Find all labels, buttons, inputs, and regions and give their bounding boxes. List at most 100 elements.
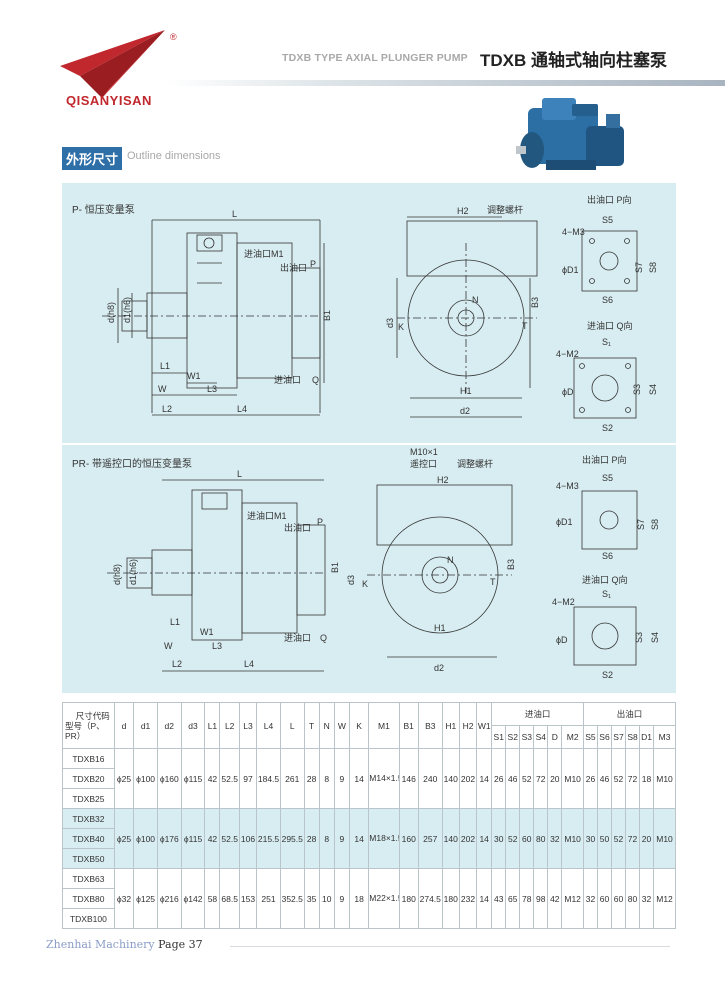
value-cell: 14 [348, 808, 370, 869]
section-tag: 外形尺寸 [62, 147, 123, 170]
value-cell: M12 [653, 868, 676, 929]
col-header-out-s6: S6 [596, 725, 613, 749]
label-in-oil-2: 进油口 [274, 374, 301, 385]
value-cell: M22×1.5 [368, 868, 400, 929]
value-cell: 46 [505, 748, 521, 809]
table-row: TDXB40 [62, 828, 676, 849]
value-cell: 65 [505, 868, 521, 929]
label-W: W [164, 641, 173, 651]
label-d-h8: d(h8) [112, 564, 122, 585]
pump-body-right [296, 524, 326, 616]
value-cell: M10 [653, 748, 676, 809]
col-header-out-s7: S7 [610, 725, 627, 749]
col-header-in-s1: S1 [491, 725, 507, 749]
label-H2: H2 [457, 206, 469, 216]
label-S2: S2 [602, 670, 613, 680]
label-L2: L2 [162, 404, 172, 414]
outlet-flange [581, 490, 638, 550]
value-cell: 153 [238, 868, 258, 929]
value-cell: M10 [561, 748, 584, 809]
value-cell: 50 [596, 808, 613, 869]
value-cell: 257 [417, 808, 443, 869]
value-cell: 202 [458, 808, 478, 869]
col-header-l2: L2 [219, 702, 240, 749]
value-cell: ϕ115 [180, 808, 206, 869]
shaft [151, 549, 193, 596]
label-d3: d3 [346, 575, 356, 585]
value-cell: 97 [238, 748, 258, 809]
label-adj-screw: 调整螺杆 [457, 458, 493, 469]
value-cell: 20 [547, 748, 563, 809]
label-d2: d2 [434, 663, 444, 673]
value-cell: 8 [318, 808, 335, 869]
label-K: K [362, 579, 368, 589]
col-header-l1: L1 [204, 702, 221, 749]
value-cell: 52 [610, 808, 627, 869]
header-divider [165, 80, 725, 86]
footer-page-number: 37 [188, 938, 203, 951]
value-cell: 42 [547, 868, 563, 929]
brand-name: QISANYISAN [66, 93, 152, 108]
value-cell: 295.5 [279, 808, 305, 869]
value-cell: 274.5 [417, 868, 443, 929]
label-Q: Q [320, 633, 327, 643]
label-4-M3: 4−M3 [556, 481, 579, 491]
value-cell: 240 [417, 748, 443, 809]
label-H2: H2 [437, 475, 449, 485]
value-cell: 180 [398, 868, 419, 929]
value-cell: 42 [204, 748, 221, 809]
label-inlet-Q-view: 进油口 Q向 [582, 574, 628, 585]
label-L: L [232, 209, 237, 219]
col-header-d1: d1 [133, 702, 158, 749]
label-B1: B1 [330, 562, 340, 573]
group-header-outlet: 出油口 [582, 702, 677, 726]
col-header-out-d1: D1 [639, 725, 655, 749]
label-L3: L3 [212, 641, 222, 651]
col-header-in-m2: M2 [561, 725, 584, 749]
col-header-l3: L3 [238, 702, 258, 749]
drawing-panel-pr: PR- 带遥控口的恒压变量泵 L d(h8) d1(h6) B1 进油口M1 出… [62, 445, 676, 693]
value-cell: M12 [561, 868, 584, 929]
col-header-d3: d3 [180, 702, 206, 749]
label-inlet-Q-view: 进油口 Q向 [587, 320, 633, 331]
inlet-flange [573, 606, 637, 666]
label-d1-h6: d1(h6) [128, 559, 138, 585]
col-header-h1: H1 [441, 702, 460, 749]
label-S8: S8 [650, 519, 660, 530]
label-L4: L4 [237, 404, 247, 414]
value-cell: 43 [491, 868, 507, 929]
value-cell: 8 [318, 748, 335, 809]
value-cell: 14 [476, 748, 493, 809]
value-cell: ϕ25 [113, 808, 135, 869]
value-cell: 106 [238, 808, 258, 869]
value-cell: 14 [476, 868, 493, 929]
label-N: N [447, 555, 454, 565]
label-S6: S6 [602, 551, 613, 561]
pump-body-left [191, 489, 243, 641]
col-header-d: d [113, 702, 135, 749]
col-header-in-s4: S4 [533, 725, 549, 749]
value-cell: 30 [582, 808, 598, 869]
col-header-k: K [348, 702, 370, 749]
label-out-oil: 出油口 [284, 522, 311, 533]
table-row: TDXB100 [62, 908, 676, 929]
value-cell: 352.5 [279, 868, 305, 929]
valve-block [196, 234, 223, 252]
panel-title: PR- 带遥控口的恒压变量泵 [72, 459, 192, 470]
value-cell: 72 [533, 748, 549, 809]
value-cell: 202 [458, 748, 478, 809]
label-B3: B3 [506, 559, 516, 570]
label-L3: L3 [207, 384, 217, 394]
value-cell: 26 [491, 748, 507, 809]
label-W: W [158, 384, 167, 394]
label-remote-port: 遥控口 [410, 458, 437, 469]
col-header-in-s2: S2 [505, 725, 521, 749]
value-cell: 42 [204, 808, 221, 869]
label-S4: S4 [650, 632, 660, 643]
label-P: P [317, 517, 323, 527]
footer-page-label: Page [158, 938, 186, 951]
drawing-panel-p: P- 恒压变量泵 L d(h8) d1(h6) B1 进油口M1 出油口 P 进… [62, 183, 676, 443]
label-M10x1: M10×1 [410, 447, 438, 457]
model-cell: TDXB40 [62, 828, 115, 849]
label-T: T [522, 321, 528, 331]
